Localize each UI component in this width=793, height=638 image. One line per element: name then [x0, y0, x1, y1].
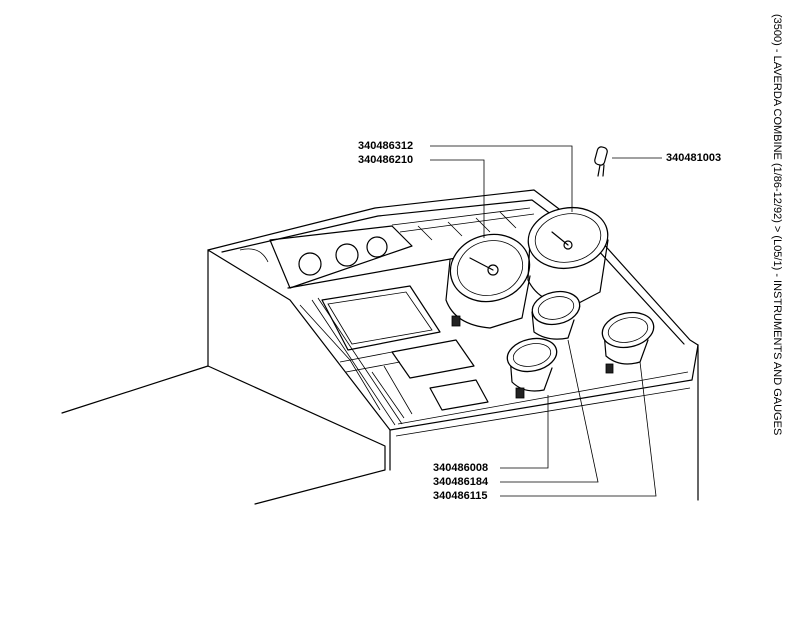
part-label-340486312: 340486312 [358, 140, 414, 152]
side-title: (3500) - LAVERDA COMBINE (1/86-12/92) > … [771, 14, 783, 436]
panel-columns [311, 297, 403, 426]
leader-340486115 [500, 361, 657, 497]
left-curve [239, 248, 269, 263]
small-gauge-centre [531, 290, 581, 340]
panel-top-inner [221, 199, 685, 345]
part-label-340486210: 340486210 [358, 154, 414, 166]
bulb-icon [594, 146, 608, 177]
indicator-light-2 [335, 243, 359, 267]
leader-340486210 [430, 159, 485, 238]
base-outline [61, 365, 386, 505]
part-label-340486115: 340486115 [433, 490, 488, 502]
panel-rect-3 [429, 379, 489, 411]
tachometer-gauge [445, 233, 531, 329]
part-label-340486184: 340486184 [433, 476, 489, 488]
small-gauge-bottom [506, 337, 558, 399]
indicator-light-3 [366, 236, 388, 258]
panel-grid [299, 304, 413, 419]
panel-rect-1 [321, 285, 441, 351]
panel-front [287, 257, 699, 431]
top-slots [391, 207, 535, 241]
part-label-340486008: 340486008 [433, 462, 489, 474]
leader-340486008 [500, 395, 549, 469]
leader-340486312 [430, 145, 573, 212]
indicator-light-1 [298, 252, 322, 276]
small-gauge-right [601, 311, 655, 374]
part-label-340481003: 340481003 [666, 152, 722, 164]
panel-front-inner [395, 371, 691, 437]
panel-rect-1-inner [327, 291, 433, 345]
panel-side [207, 249, 391, 471]
panel-rect-2 [391, 339, 475, 379]
speedometer-gauge [527, 207, 609, 306]
leader-340486184 [500, 339, 599, 483]
lights-housing [269, 225, 413, 289]
